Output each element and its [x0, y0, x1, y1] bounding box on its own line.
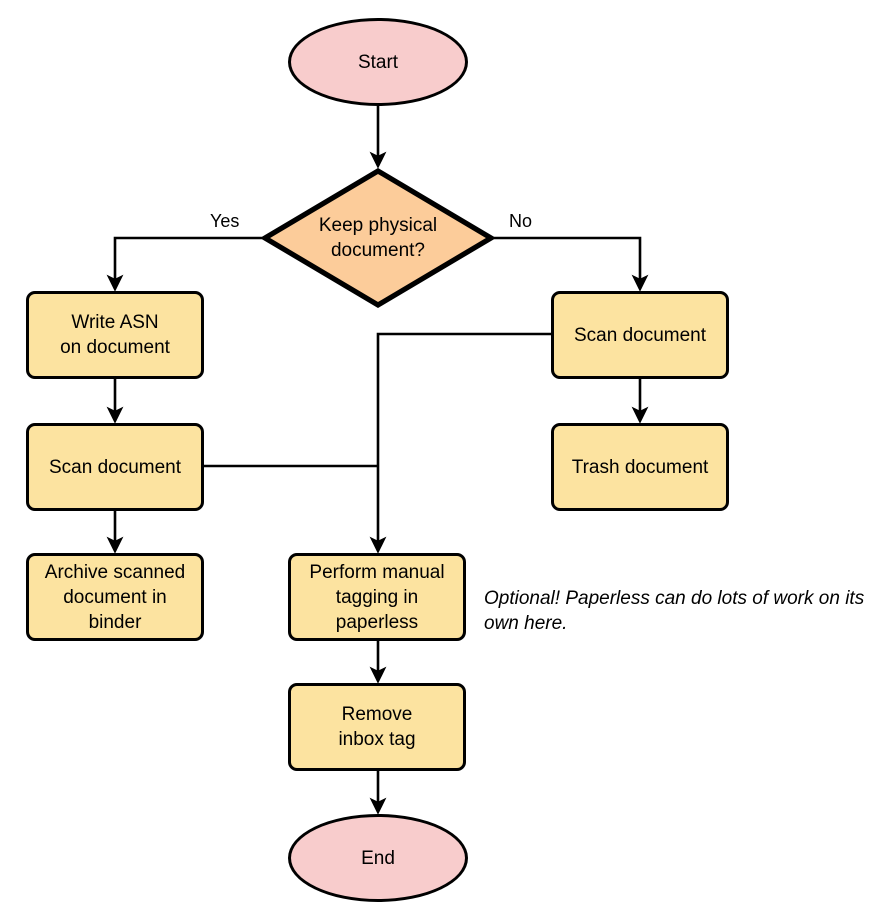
node-archive-scanned-document-in-binder[interactable]: Archive scanned document in binder [26, 553, 204, 641]
edge-label-yes: Yes [210, 211, 240, 231]
node-write-asn-on-document[interactable]: Write ASN on document [26, 291, 204, 379]
node-trash-document-label: Trash document [571, 456, 709, 478]
node-end-label: End [361, 847, 395, 869]
node-scan-document-left[interactable]: Scan document [26, 423, 204, 511]
node-trash-document[interactable]: Trash document [551, 423, 729, 511]
node-start[interactable]: Start [288, 18, 468, 106]
diamond-shape [262, 168, 494, 308]
node-perform-manual-tagging-in-paperless[interactable]: Perform manual tagging in paperless [288, 553, 466, 641]
node-start-label: Start [357, 51, 399, 73]
node-keep-physical-document[interactable]: Keep physical document? [262, 168, 494, 308]
node-keep-physical-document-label: Keep physical document? [318, 215, 438, 261]
node-write-asn-on-document-label: Write ASN on document [60, 312, 170, 358]
node-perform-manual-tagging-in-paperless-label: Perform manual tagging in paperless [309, 561, 445, 633]
node-scan-document-left-label: Scan document [48, 456, 182, 478]
edge-decision-to-scan-right [494, 236, 649, 292]
edge-scan-right-to-manual-tagging [369, 332, 551, 554]
node-remove-inbox-tag[interactable]: Remove inbox tag [288, 683, 466, 771]
node-scan-document-right[interactable]: Scan document [551, 291, 729, 379]
edge-label-no: No [509, 211, 533, 231]
edge-decision-to-write-asn [106, 236, 262, 292]
node-end[interactable]: End [288, 814, 468, 902]
node-remove-inbox-tag-label: Remove inbox tag [338, 704, 416, 750]
node-archive-scanned-document-in-binder-label: Archive scanned document in binder [44, 561, 186, 633]
annotation-optional-note: Optional! Paperless can do lots of work … [484, 588, 865, 634]
node-scan-document-right-label: Scan document [573, 324, 707, 346]
